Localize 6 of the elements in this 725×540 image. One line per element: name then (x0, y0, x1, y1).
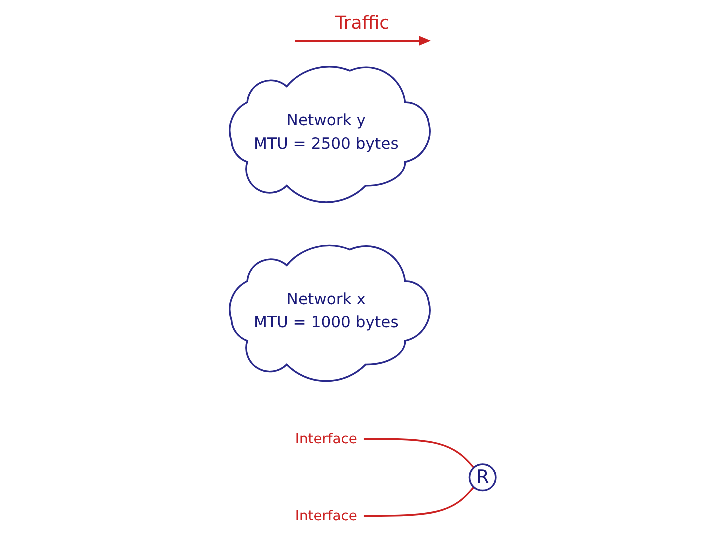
node-text: Interface (294, 508, 357, 524)
connector (363, 438, 474, 469)
arrow-label: Traffic (335, 12, 390, 34)
node-circle: R (468, 464, 496, 492)
node-text: Interface (294, 430, 357, 447)
connector (363, 486, 474, 518)
